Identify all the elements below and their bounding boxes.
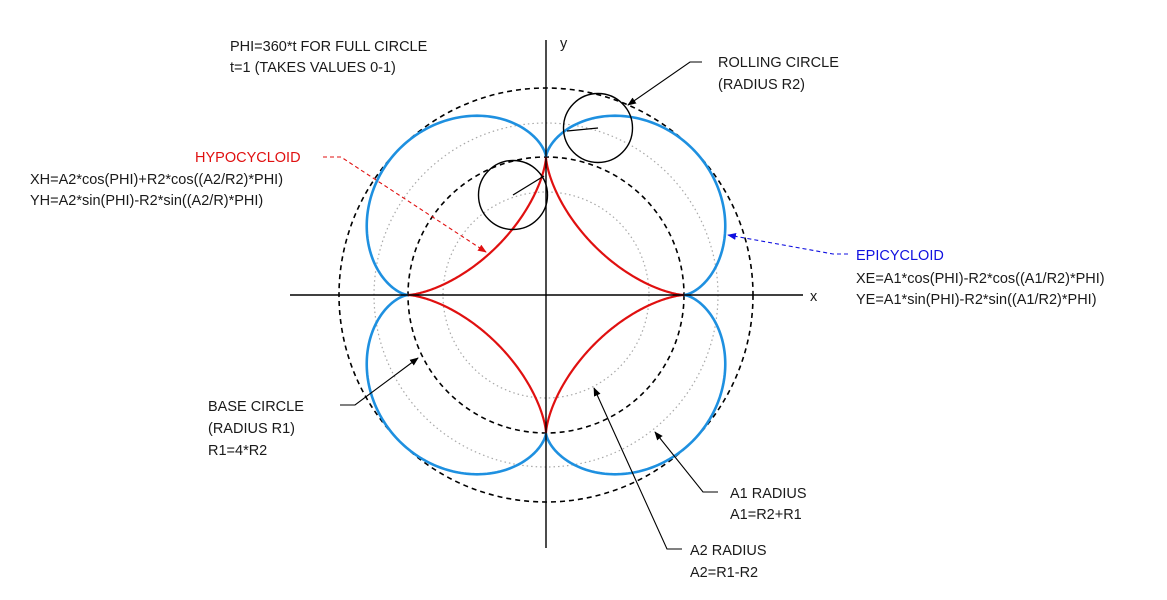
hypocycloid-curve xyxy=(408,157,684,433)
epicycloid-title: EPICYCLOID xyxy=(856,248,944,264)
rolling-circle-outer xyxy=(562,92,634,164)
a1-radius-leader xyxy=(654,431,718,493)
hypocycloid-eq-x: XH=A2*cos(PHI)+R2*cos((A2/R2)*PHI) xyxy=(30,172,283,188)
phi-note-line2: t=1 (TAKES VALUES 0-1) xyxy=(230,60,396,76)
rolling-circle-label-line2: (RADIUS R2) xyxy=(718,77,805,93)
a2-radius-label-line1: A2 RADIUS xyxy=(690,543,767,559)
x-axis-label: x xyxy=(810,289,818,305)
a1-radius-label-line1: A1 RADIUS xyxy=(730,486,807,502)
a1-radius-label-line2: A1=R2+R1 xyxy=(730,507,802,523)
a2-radius-leader xyxy=(593,387,682,550)
y-axis-label: y xyxy=(560,36,568,52)
hypocycloid-title: HYPOCYCLOID xyxy=(195,150,301,166)
a2-radius-label-line2: A2=R1-R2 xyxy=(690,565,758,581)
rolling-circle-label-line1: ROLLING CIRCLE xyxy=(718,55,839,71)
base-circle-label-line3: R1=4*R2 xyxy=(208,443,267,459)
hypocycloid-leader xyxy=(323,156,487,253)
base-circle-label-line2: (RADIUS R1) xyxy=(208,421,295,437)
epicycloid-eq-x: XE=A1*cos(PHI)-R2*cos((A1/R2)*PHI) xyxy=(856,271,1105,287)
hypocycloid-eq-y: YH=A2*sin(PHI)-R2*sin((A2/R)*PHI) xyxy=(30,193,263,209)
base-circle-leader xyxy=(340,357,419,406)
epicycloid-leader xyxy=(727,232,848,255)
base-circle-label-line1: BASE CIRCLE xyxy=(208,399,304,415)
rolling-circle-inner-radius xyxy=(512,175,545,196)
epicycloid-eq-y: YE=A1*sin(PHI)-R2*sin((A1/R2)*PHI) xyxy=(856,292,1097,308)
rolling-circle-leader xyxy=(627,61,702,106)
rolling-circle-outer-radius xyxy=(566,127,599,132)
phi-note-line1: PHI=360*t FOR FULL CIRCLE xyxy=(230,39,428,55)
rolling-circle-inner xyxy=(477,159,549,231)
